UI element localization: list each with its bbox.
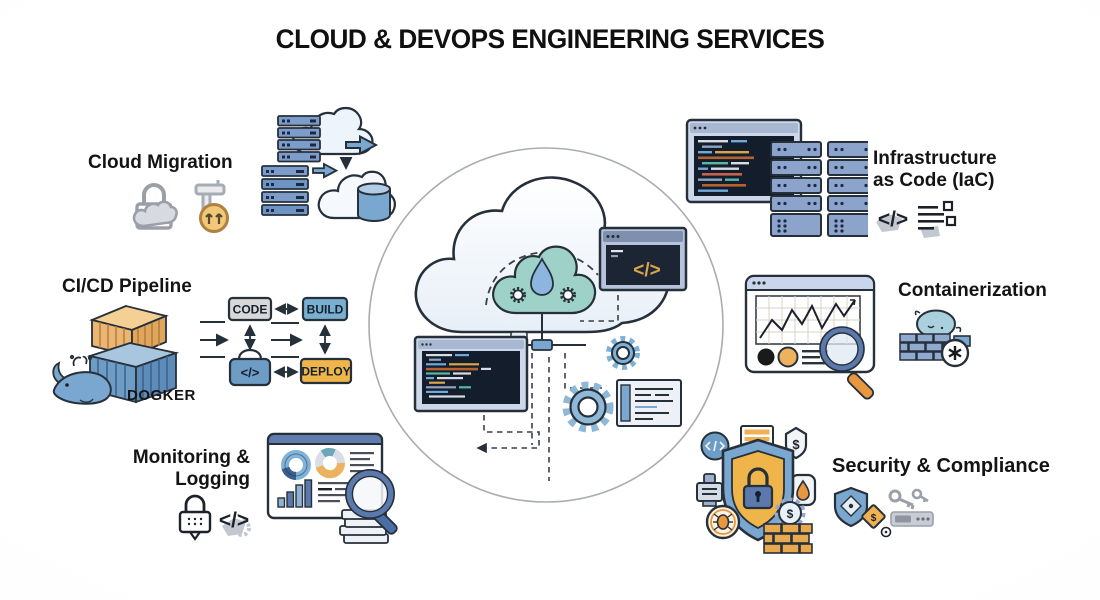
donut-chart-blue <box>281 450 311 480</box>
checklist-icon <box>918 200 957 238</box>
mini-gear-left-icon <box>510 287 526 303</box>
editor-code-glyph: </> <box>633 260 660 281</box>
monitoring-mini-icons: </> <box>178 494 251 541</box>
cloud-migration-label: Cloud Migration <box>88 152 233 173</box>
server-stack-bottom <box>261 165 309 216</box>
cicd-flow-diagram: CODE BUILD DEPLOY </> <box>200 296 353 387</box>
containerization-label: Containerization <box>898 280 1047 301</box>
containerization-illustration <box>744 274 876 400</box>
security-label: Security & Compliance <box>832 455 1050 477</box>
svg-text:BUILD: BUILD <box>307 303 344 317</box>
gear-small-icon <box>606 336 640 370</box>
code-editor-window: </> <box>598 226 688 292</box>
central-hub-illustration: </> <box>368 147 724 503</box>
terminal-titlebar <box>418 340 524 349</box>
svg-text:$: $ <box>787 507 794 521</box>
firewall-creature-icon <box>899 309 971 368</box>
page-title: CLOUD & DEVOPS ENGINEERING SERVICES <box>275 24 825 54</box>
code-gear-icon: </> <box>219 509 251 537</box>
iac-label: Infrastructure as Code (IaC) <box>873 148 997 192</box>
flame-badge <box>789 473 817 507</box>
migration-arrow-bottom <box>312 162 339 179</box>
svg-text:</>: </> <box>878 208 908 231</box>
shield-padlock-icon <box>742 467 774 510</box>
server-rack-right <box>827 141 868 237</box>
deploy-step-box: DEPLOY <box>299 357 353 385</box>
svg-text:CODE: CODE <box>233 303 268 317</box>
inner-dashed-arc <box>485 251 599 306</box>
whale-spout <box>69 354 93 367</box>
terminal-code-lines <box>426 354 491 398</box>
flow-lines-middle <box>271 322 303 358</box>
magnifier-icon <box>345 468 398 535</box>
monitoring-label: Monitoring & Logging <box>132 447 250 491</box>
cicd-label: CI/CD Pipeline <box>62 276 192 297</box>
docker-whale-label: DOGKER <box>127 387 196 404</box>
gear-large-icon <box>562 381 614 433</box>
security-mini-icons: $ <box>833 486 934 538</box>
diamond-badge-icon: $ <box>861 504 892 538</box>
whale-icon <box>52 354 112 405</box>
iac-mini-icons: </> <box>876 200 957 238</box>
editor-titlebar <box>603 231 683 242</box>
donut-chart-orange <box>315 447 345 479</box>
asterisk-badge <box>940 338 970 368</box>
svg-text:</>: </> <box>241 365 260 380</box>
brick-wall-orange <box>763 523 813 554</box>
keys-icon <box>888 488 929 510</box>
iac-code-lines <box>698 140 754 192</box>
bar-chart <box>277 479 313 508</box>
keypad-lock-icon <box>178 494 212 541</box>
containerization-mini-icon <box>899 309 971 368</box>
water-drop-icon <box>530 257 554 296</box>
cloud-upload-icon <box>194 180 229 233</box>
code-step-box: CODE <box>227 296 273 322</box>
cloud-database-icon <box>317 170 396 222</box>
svg-text:$: $ <box>792 437 800 452</box>
commit-code-box: </> <box>228 348 272 387</box>
cloud-migration-mini-icons <box>132 180 229 233</box>
chart-magnifier-icon <box>819 326 875 400</box>
migration-arrow-top <box>345 134 379 156</box>
legend-dot-black <box>757 348 775 366</box>
config-document-panel <box>616 379 682 427</box>
cloud-migration-illustration <box>261 106 396 222</box>
svg-text:$: $ <box>871 513 877 524</box>
server-stack-top <box>277 115 321 163</box>
build-step-box: BUILD <box>301 296 349 322</box>
hub-circle <box>368 147 724 503</box>
mini-shield-icon <box>833 486 869 528</box>
dashed-connectors <box>476 295 619 481</box>
svg-text:DEPLOY: DEPLOY <box>301 365 350 379</box>
iac-illustration <box>685 118 868 237</box>
server-rack-left <box>770 141 822 237</box>
legend-dot-orange <box>777 346 799 368</box>
dashboard-text-lines <box>318 452 374 503</box>
lock-cloud-icon <box>132 183 178 230</box>
code-glyph-icon: </> <box>876 208 908 232</box>
mini-gear-right-icon <box>560 287 576 303</box>
security-illustration: $ <box>696 425 817 554</box>
docker-whale-illustration <box>52 305 180 405</box>
terminal-window <box>413 331 529 413</box>
keycard-icon <box>890 511 934 527</box>
svg-text:</>: </> <box>219 509 249 532</box>
monitoring-dashboard-illustration <box>266 432 398 544</box>
bug-badge <box>705 504 741 540</box>
flow-lines-left <box>200 321 229 358</box>
teal-cloud-icon <box>492 245 597 315</box>
id-card-icon <box>696 473 723 507</box>
chart-text-lines <box>802 350 828 365</box>
container-blue <box>86 342 180 404</box>
flow-arrows <box>244 303 331 378</box>
